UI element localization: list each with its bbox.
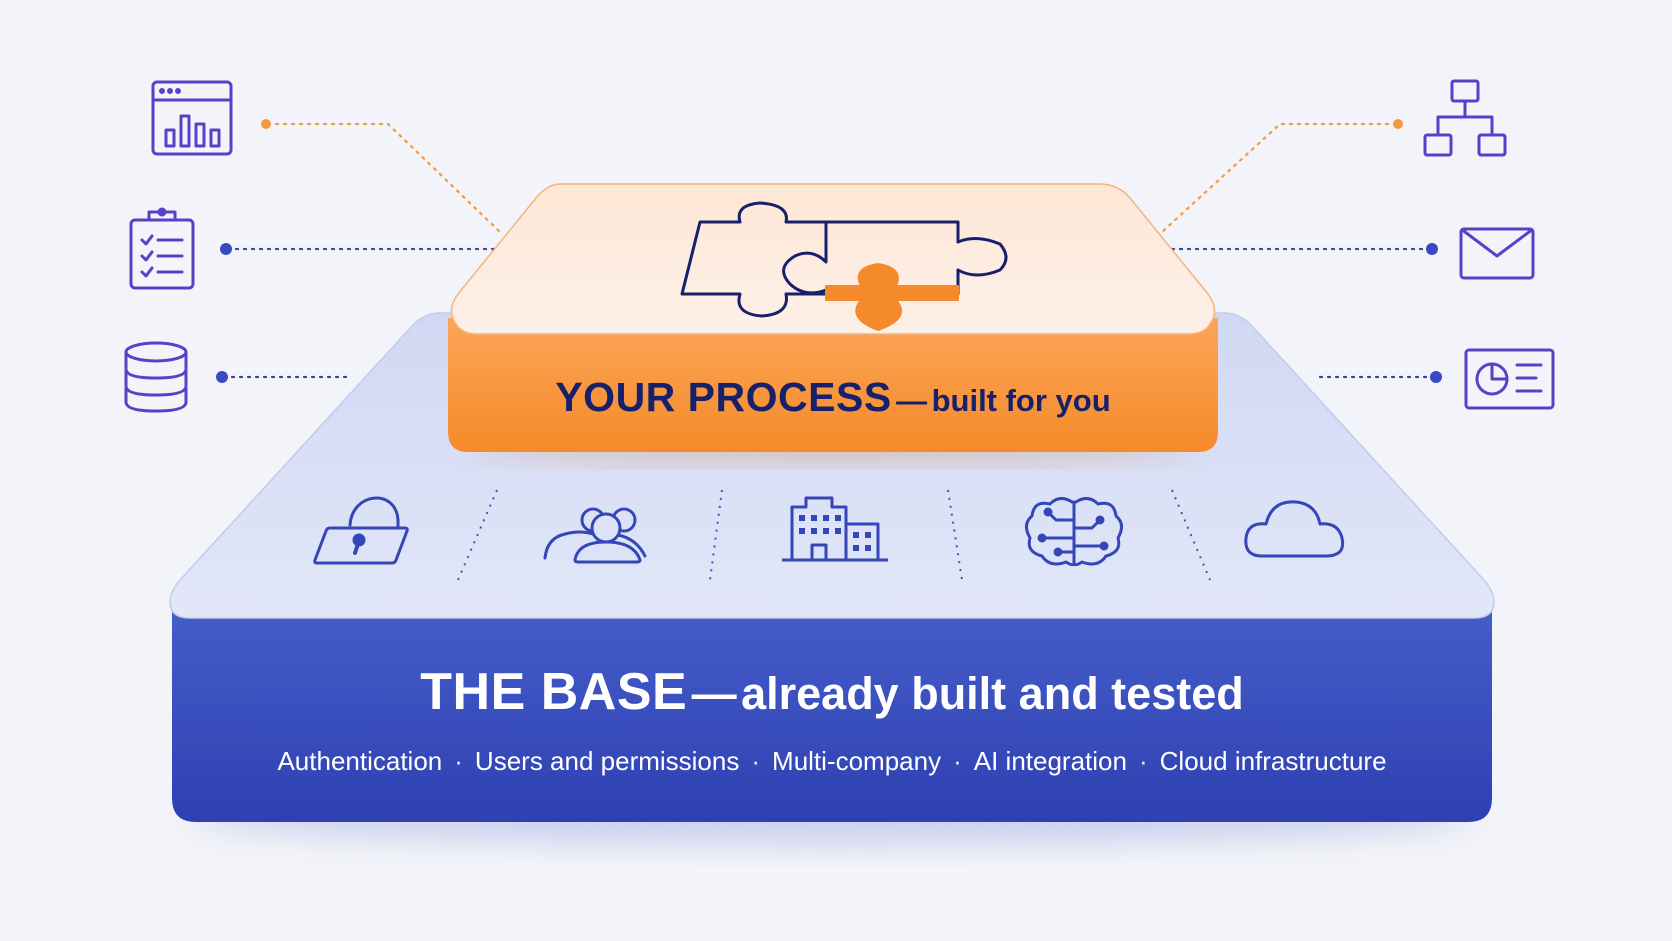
process-front	[448, 318, 1218, 452]
feature-separator: ·	[751, 746, 761, 776]
building-icon	[782, 496, 888, 562]
feature-item: Multi-company	[772, 746, 942, 776]
process-label: YOUR PROCESS — built for you	[446, 374, 1220, 421]
feature-separator: ·	[454, 746, 463, 776]
feature-list: Authentication · Users and permissions · Mul…	[170, 746, 1494, 777]
connector-lines	[216, 119, 1442, 383]
feature-item: AI integration	[973, 746, 1127, 776]
connector-dot-dashboard	[261, 119, 271, 129]
puzzle-icon	[680, 201, 1008, 331]
connector-dot-clipboard	[220, 243, 232, 255]
lock-icon	[313, 496, 409, 565]
report-card-icon	[1464, 348, 1555, 410]
feature-item: Users and permissions	[474, 746, 740, 776]
process-title: YOUR PROCESS	[555, 374, 892, 420]
process-separator: —	[896, 383, 928, 418]
connector-dashboard	[266, 122, 502, 234]
connector-dot-report	[1430, 371, 1442, 383]
feature-item: Cloud infrastructure	[1159, 746, 1387, 776]
process-subtitle: built for you	[931, 383, 1111, 418]
base-dividers	[457, 489, 1211, 581]
feature-separator: ·	[1138, 746, 1148, 776]
feature-separator: ·	[953, 746, 962, 776]
mail-icon	[1459, 227, 1535, 280]
process-block	[448, 183, 1218, 460]
base-subtitle: already built and tested	[741, 668, 1244, 719]
dashboard-chart-icon	[151, 80, 233, 156]
base-label: THE BASE — already built and tested	[170, 662, 1494, 722]
connector-dot-database	[216, 371, 228, 383]
connector-hierarchy	[1160, 122, 1398, 234]
clipboard-checklist-icon	[129, 207, 195, 290]
base-title: THE BASE	[420, 663, 688, 721]
feature-item: Authentication	[277, 746, 443, 776]
connector-dot-hierarchy	[1393, 119, 1403, 129]
brain-icon	[1025, 497, 1123, 567]
database-icon	[124, 341, 188, 413]
base-separator: —	[691, 668, 737, 719]
connector-dot-mail	[1426, 243, 1438, 255]
base-front	[172, 590, 1492, 822]
users-icon	[543, 507, 647, 564]
process-top	[450, 183, 1216, 335]
hierarchy-icon	[1423, 79, 1507, 157]
cloud-icon	[1244, 500, 1345, 558]
